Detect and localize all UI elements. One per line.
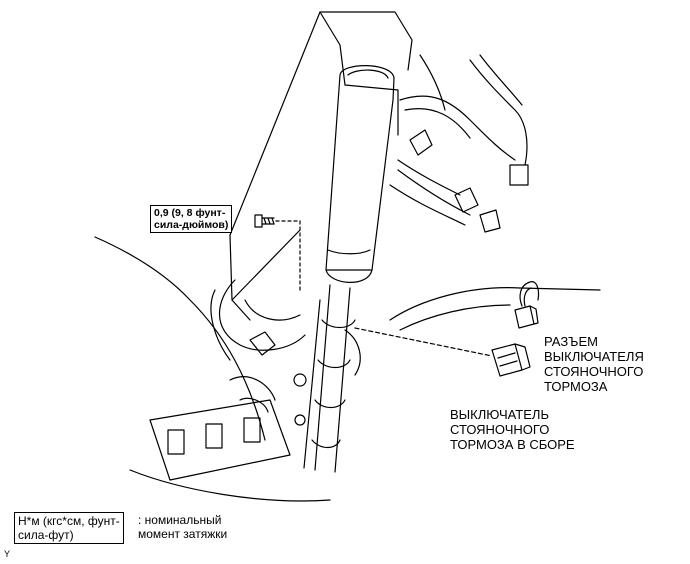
connector-label-line3: СТОЯНОЧНОГО [544,364,644,379]
switch-label-line1: ВЫКЛЮЧАТЕЛЬ [450,407,549,422]
connector-label: РАЗЪЕМ ВЫКЛЮЧАТЕЛЯ СТОЯНОЧНОГО ТОРМОЗА [544,334,644,394]
bolt [254,214,301,291]
parking-brake-switch-icon [354,327,531,377]
corner-mark: Y [4,549,11,559]
torque-spec-box: 0,9 (9, 8 фунт- сила-дюймов) [150,205,233,233]
legend-unit-box: Н*м (кгс*см, фунт- сила-фут) [14,512,124,544]
switch-label-line2: СТОЯНОЧНОГО [450,422,550,437]
body-panel [94,236,601,502]
switch-connector-icon [514,281,540,329]
connector-label-line4: ТОРМОЗА [544,379,608,394]
legend-unit-line1: Н*м (кгс*см, фунт- [18,514,120,528]
connector-label-line1: РАЗЪЕМ [544,334,598,349]
legend-description: : номинальный момент затяжки [138,513,227,541]
switch-label-line3: ТОРМОЗА В СБОРЕ [450,437,575,452]
legend-desc-line1: : номинальный [138,513,222,527]
connector-label-line2: ВЫКЛЮЧАТЕЛЯ [544,349,644,364]
torque-spec-line1: 0,9 (9, 8 фунт- [154,207,226,219]
wire-harness [389,54,529,233]
console-assembly [149,11,413,481]
legend-desc-line2: момент затяжки [138,527,228,541]
legend-unit-line2: сила-фут) [18,528,74,542]
switch-label: ВЫКЛЮЧАТЕЛЬ СТОЯНОЧНОГО ТОРМОЗА В СБОРЕ [450,407,575,452]
torque-spec-line2: сила-дюймов) [154,219,229,231]
